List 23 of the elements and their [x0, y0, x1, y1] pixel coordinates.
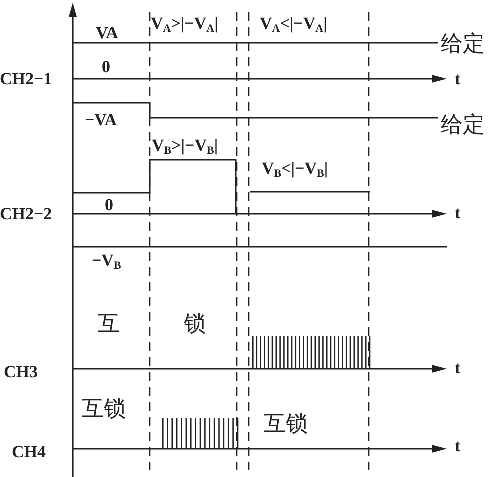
- level-label: −VA: [85, 112, 118, 128]
- interlock-label: 互锁: [82, 399, 126, 421]
- level-label: −V$_{B}$: [92, 252, 122, 272]
- level-label: 0: [102, 58, 110, 76]
- channel-label: CH2−1: [0, 70, 52, 88]
- level-label: VA: [96, 24, 118, 42]
- setpoint-label: 给定: [441, 115, 485, 137]
- axis-label: t: [455, 204, 461, 222]
- interlock-label: 互: [98, 314, 120, 336]
- channel-label: CH3: [4, 364, 38, 380]
- condition-label: V$_{A}$<|−V$_{A}$|: [260, 15, 328, 35]
- condition-label: V$_{B}$>|−V$_{B}$|: [152, 137, 218, 157]
- level-label: 0: [105, 196, 114, 214]
- channel-label: CH2−2: [0, 206, 52, 222]
- axis-label: t: [455, 438, 461, 454]
- axis-label: t: [455, 70, 461, 88]
- condition-label: V$_{B}$<|−V$_{B}$|: [262, 160, 328, 180]
- condition-label: V$_{A}$>|−V$_{A}$|: [151, 15, 218, 35]
- setpoint-label: 给定: [441, 34, 485, 56]
- interlock-label: 锁: [184, 314, 206, 336]
- interlock-label: 互锁: [264, 414, 308, 436]
- channel-label: CH4: [12, 444, 46, 460]
- axis-label: t: [455, 360, 461, 376]
